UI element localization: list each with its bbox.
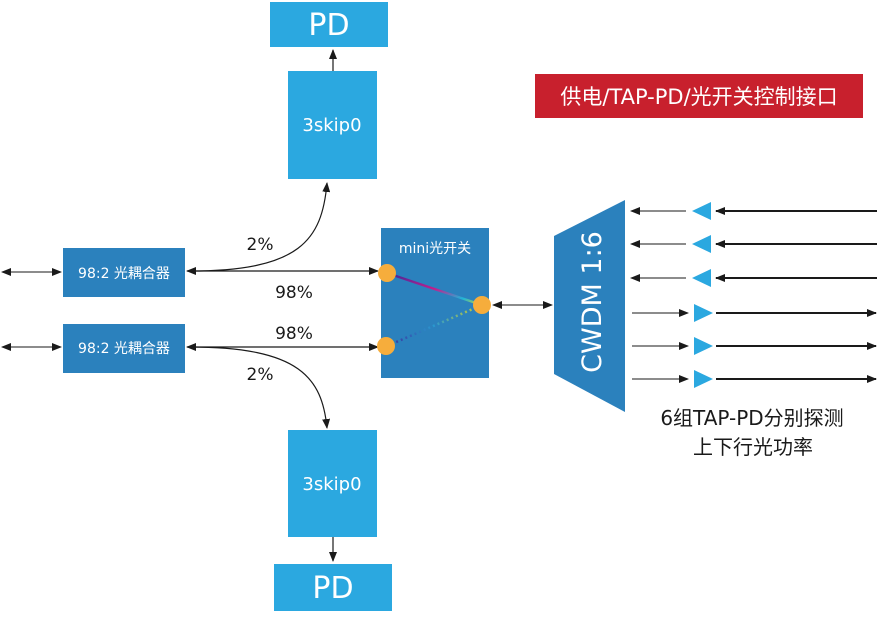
control-interface-label: 供电/TAP-PD/光开关控制接口 — [560, 85, 837, 109]
channel-group — [630, 202, 877, 388]
channel-3-tap-icon — [692, 269, 711, 287]
arrow-coupler-bottom-to-splitter — [189, 346, 331, 429]
pd-top-label: PD — [308, 8, 349, 43]
channel-6-tap-icon — [694, 370, 713, 388]
pd-bottom-label: PD — [312, 571, 353, 606]
switch-path-inactive — [386, 303, 483, 348]
splitter-bottom-label: 3skip0 — [302, 474, 361, 495]
switch-port-common — [473, 296, 491, 314]
splitter-top-box — [288, 71, 377, 179]
mini-switch-box — [381, 228, 489, 378]
caption-line-2: 上下行光功率 — [693, 435, 813, 459]
splitter-bottom-box — [288, 430, 377, 537]
splitter-top-label: 3skip0 — [302, 115, 361, 136]
coupler-top-label: 98:2 光耦合器 — [78, 266, 170, 282]
channel-4-tap-icon — [694, 304, 713, 322]
mini-switch-label: mini光开关 — [399, 241, 471, 257]
pd-bottom-box — [274, 564, 392, 611]
channel-5-tap-icon — [694, 337, 713, 355]
caption-line-1: 6组TAP-PD分别探测 — [660, 406, 843, 430]
control-interface-banner — [535, 74, 863, 118]
bottom-through-ratio: 98% — [275, 324, 313, 344]
channel-1-tap-icon — [692, 202, 711, 220]
switch-port-in-top — [378, 264, 396, 282]
cwdm-label: CWDM 1:6 — [577, 231, 608, 373]
bottom-tap-ratio: 2% — [247, 365, 274, 385]
switch-path-active — [386, 271, 483, 307]
cwdm-block — [554, 200, 625, 412]
top-tap-ratio: 2% — [247, 235, 274, 255]
arrow-coupler-top-to-splitter — [189, 182, 331, 272]
pd-top-box — [270, 2, 388, 47]
channel-2-tap-icon — [692, 235, 711, 253]
top-through-ratio: 98% — [275, 283, 313, 303]
coupler-bottom-label: 98:2 光耦合器 — [78, 341, 170, 357]
coupler-top-box — [63, 248, 185, 297]
coupler-bottom-box — [63, 324, 185, 373]
switch-port-in-bottom — [377, 337, 395, 355]
